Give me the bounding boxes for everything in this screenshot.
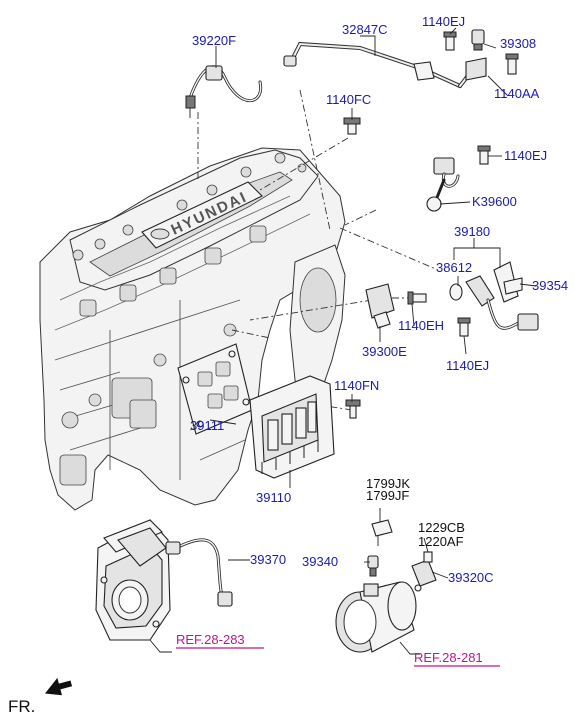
label-39340: 39340	[302, 554, 338, 569]
label-39354: 39354	[532, 278, 568, 293]
clamp-1799JK	[371, 519, 393, 546]
label-1220AF: 1220AF	[418, 534, 464, 549]
label-39220F: 39220F	[192, 33, 236, 48]
label-1140AA: 1140AA	[494, 86, 540, 101]
label-39180: 39180	[454, 224, 490, 239]
label-38612: 38612	[436, 260, 472, 275]
label-1799JK: 1799JK	[366, 476, 410, 491]
ecu-39110	[249, 375, 361, 479]
label-1140EJ-top: 1140EJ	[422, 14, 465, 29]
label-1799JF: 1799JF	[366, 488, 409, 503]
sensor-39180-group	[449, 261, 539, 337]
label-39370: 39370	[250, 552, 286, 567]
label-1140FC: 1140FC	[326, 92, 371, 107]
label-1140FN: 1140FN	[334, 378, 379, 393]
label-32847C: 32847C	[342, 22, 388, 37]
label-39300E: 39300E	[362, 344, 407, 359]
front-arrow-icon	[44, 677, 73, 696]
front-marker: FR.	[8, 677, 73, 716]
bolts-top	[343, 31, 519, 135]
oxygen-sensor-39220F	[185, 65, 263, 118]
label-K39600: K39600	[472, 194, 517, 209]
part-labels: 39220F 32847C 1140EJ 39308 1140AA 1140FC…	[190, 14, 568, 585]
label-1140EH: 1140EH	[398, 318, 444, 333]
sensor-39308	[471, 29, 485, 51]
ref-28-283[interactable]: REF.28-283	[176, 632, 245, 647]
sensor-K39600	[426, 145, 491, 212]
label-1229CB: 1229CB	[418, 520, 465, 535]
water-outlet-assembly	[95, 519, 233, 653]
sensor-39340	[367, 555, 379, 577]
label-1140EJ-mid: 1140EJ	[504, 148, 547, 163]
sensor-39320C	[411, 551, 437, 592]
ref-28-281[interactable]: REF.28-281	[414, 650, 483, 665]
label-39320C: 39320C	[448, 570, 494, 585]
label-1140EJ-low: 1140EJ	[446, 358, 489, 373]
front-label: FR.	[8, 697, 35, 716]
sensor-39300E	[365, 283, 427, 329]
mass-airflow-assembly	[335, 581, 420, 655]
label-39110: 39110	[256, 490, 291, 505]
reference-links: REF.28-283 REF.28-281	[176, 632, 500, 667]
engine-block: HYUNDAI	[39, 147, 346, 511]
pressure-tube-32847C	[283, 41, 487, 88]
label-39308: 39308	[500, 36, 536, 51]
label-39111: 39111	[190, 418, 224, 433]
leader-lines	[209, 27, 537, 579]
